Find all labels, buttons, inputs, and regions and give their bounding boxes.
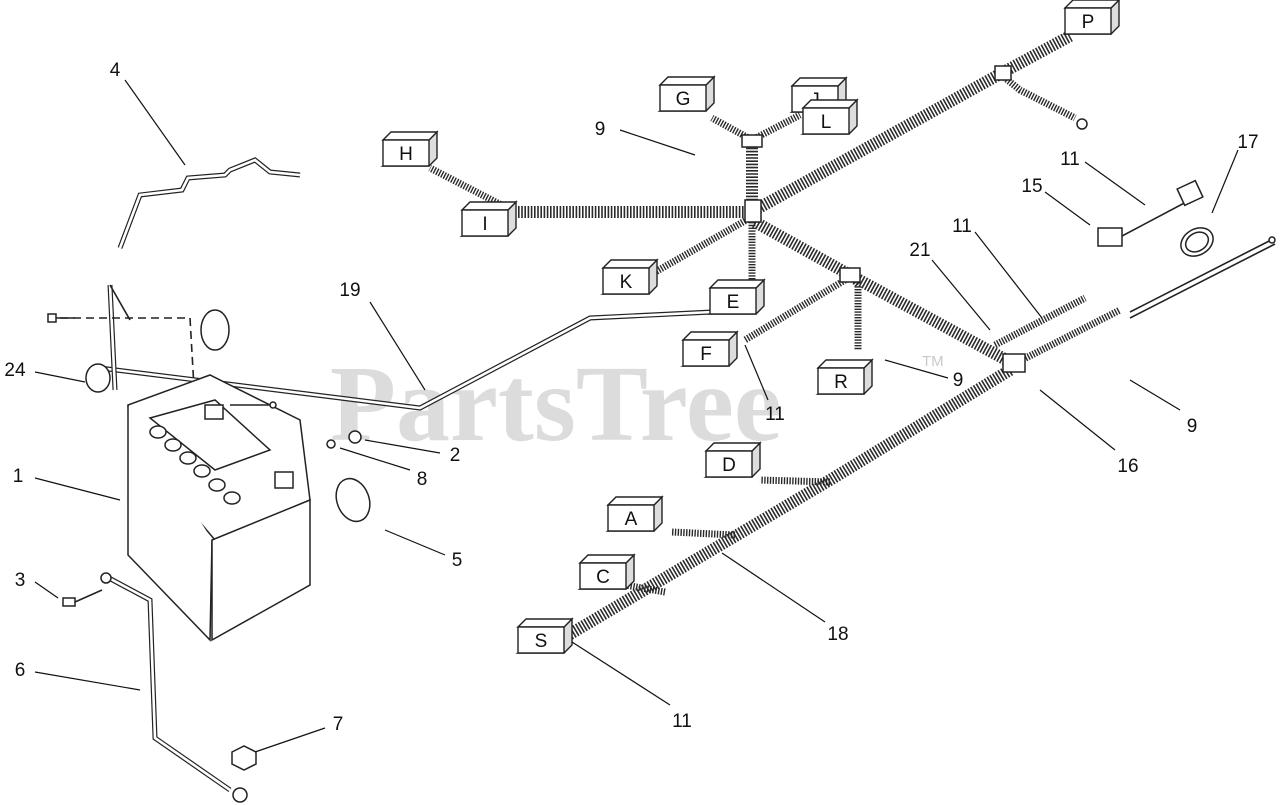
connector-d: D [703, 441, 762, 478]
callout-8: 8 [417, 469, 428, 490]
callout-11: 11 [765, 404, 785, 425]
connector-f: F [680, 330, 739, 367]
callout-5: 5 [452, 550, 463, 571]
callout-11: 11 [952, 216, 972, 237]
callout-11: 11 [1060, 149, 1080, 170]
connector-i: I [459, 200, 518, 237]
callout-6: 6 [15, 660, 26, 681]
connector-a: A [605, 495, 664, 532]
connector-label: C [596, 567, 610, 588]
connector-s: S [515, 617, 574, 654]
connector-label: D [722, 455, 736, 476]
callout-2: 2 [450, 445, 461, 466]
connector-label: K [620, 272, 633, 293]
connector-k: K [600, 258, 659, 295]
callout-24: 24 [4, 360, 26, 381]
connector-h: H [380, 130, 439, 167]
callout-17: 17 [1237, 132, 1258, 153]
connector-label: F [700, 344, 712, 365]
connector-label: L [821, 112, 832, 133]
callout-4: 4 [110, 60, 121, 81]
connector-15 [1097, 179, 1204, 247]
callout-9: 9 [595, 119, 606, 140]
callout-18: 18 [827, 624, 848, 645]
connector-label: S [535, 631, 548, 652]
callout-9: 9 [953, 370, 964, 391]
watermark-trademark: TM [922, 353, 944, 370]
connector-label: H [399, 144, 413, 165]
connector-label: P [1082, 12, 1095, 33]
connector-label: A [625, 509, 638, 530]
connector-e: E [707, 278, 766, 315]
callout-1: 1 [13, 466, 24, 487]
connector-p: P [1062, 0, 1120, 35]
main-wire-harness [428, 30, 1122, 646]
callout-16: 16 [1117, 456, 1138, 477]
connector-label: E [727, 292, 740, 313]
callout-3: 3 [15, 570, 26, 591]
connector-label: I [482, 214, 487, 235]
callout-21: 21 [909, 240, 930, 261]
connector-label: G [676, 89, 691, 110]
connector-label: R [834, 372, 848, 393]
callout-19: 19 [339, 280, 360, 301]
connector-g: G [657, 75, 716, 112]
connector-r: R [815, 358, 874, 395]
leader-lines [34, 79, 1239, 753]
callout-11: 11 [672, 711, 692, 732]
callout-7: 7 [333, 714, 344, 735]
connector-l: L [800, 98, 859, 135]
callout-15: 15 [1021, 176, 1042, 197]
connector-c: C [577, 553, 636, 590]
connectors: PGJLHIKEFRDACS [380, 0, 1120, 654]
battery-assembly [47, 284, 371, 803]
callout-9: 9 [1187, 416, 1198, 437]
sensor-lead [1129, 237, 1276, 313]
callouts: 4 9 19 24 1 2 8 5 3 6 7 11 15 17 21 11 11 9 9 16 18 11 [4, 60, 1258, 735]
